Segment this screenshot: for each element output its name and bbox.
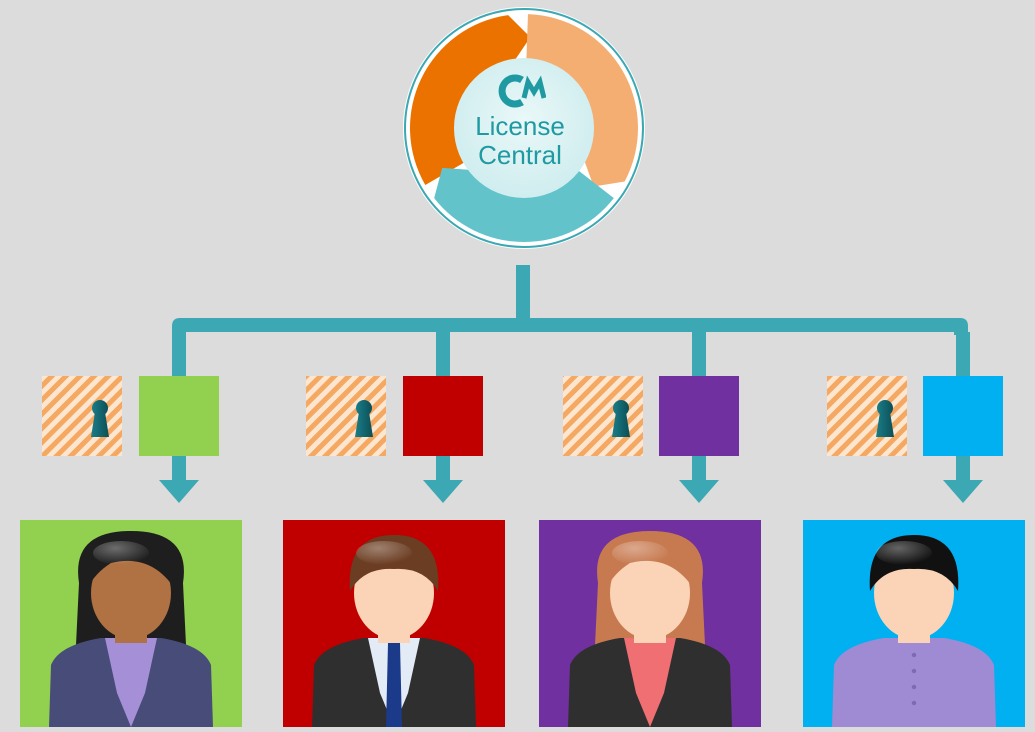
license-color-box	[403, 376, 483, 456]
hair-shine	[876, 541, 932, 565]
license-color-box	[659, 376, 739, 456]
license-branch	[827, 332, 1003, 503]
face	[610, 547, 690, 639]
distribution-connectors	[172, 265, 968, 335]
arrow-down-icon	[679, 480, 719, 503]
shirt	[105, 638, 157, 727]
cycle-segment-orange	[410, 15, 531, 186]
keyhole-body	[876, 412, 894, 437]
arrow-down-icon	[943, 480, 983, 503]
horizontal-bus	[172, 318, 968, 335]
user-avatar-male-icon	[312, 535, 476, 727]
keyhole-icon	[91, 400, 109, 437]
license-branch	[306, 332, 483, 503]
shirt	[888, 638, 940, 727]
logo-title-line2: Central	[478, 140, 562, 170]
user-card	[539, 520, 761, 727]
license-key-box	[42, 376, 122, 456]
user-card	[803, 520, 1025, 727]
cycle-segment-teal	[434, 167, 614, 243]
shirt-button	[911, 652, 917, 658]
license-key-box	[563, 376, 643, 456]
keyhole-icon	[612, 400, 630, 437]
user-card	[20, 520, 242, 727]
arrow-down-icon	[159, 480, 199, 503]
svg-text:C: C	[496, 74, 497, 75]
tie	[386, 643, 402, 727]
logo-title: License Central	[455, 112, 585, 170]
license-branch	[563, 332, 739, 503]
user-avatar-male-icon	[832, 535, 996, 727]
license-branch	[42, 332, 219, 503]
keyhole-body	[355, 412, 373, 437]
user-avatar-female-icon	[49, 531, 213, 727]
cycle-segment-light-orange	[526, 14, 638, 187]
license-central-logo	[403, 7, 645, 249]
keyhole-body	[612, 412, 630, 437]
face	[91, 547, 171, 639]
logo-outer-stroke	[404, 8, 644, 248]
shirt-button	[911, 684, 917, 690]
branch-group	[42, 332, 1003, 503]
shirt-button	[911, 668, 917, 674]
license-key-box	[306, 376, 386, 456]
arrow-down-icon	[423, 480, 463, 503]
cm-monogram-icon: C	[496, 74, 547, 108]
user-card-group	[20, 520, 1025, 727]
keyhole-body	[91, 412, 109, 437]
keyhole-icon	[876, 400, 894, 437]
logo-inner-disc	[454, 58, 594, 198]
user-card	[283, 520, 505, 727]
trunk-line	[516, 265, 530, 325]
license-color-box	[923, 376, 1003, 456]
keyhole-icon	[355, 400, 373, 437]
hair-shine	[356, 541, 412, 565]
shirt	[624, 638, 676, 727]
hair-shine	[612, 541, 668, 565]
user-avatar-female-icon	[568, 531, 732, 727]
logo-title-line1: License	[475, 111, 565, 141]
hair-shine	[93, 541, 149, 565]
license-key-box	[827, 376, 907, 456]
license-color-box	[139, 376, 219, 456]
shirt-button	[911, 700, 917, 706]
